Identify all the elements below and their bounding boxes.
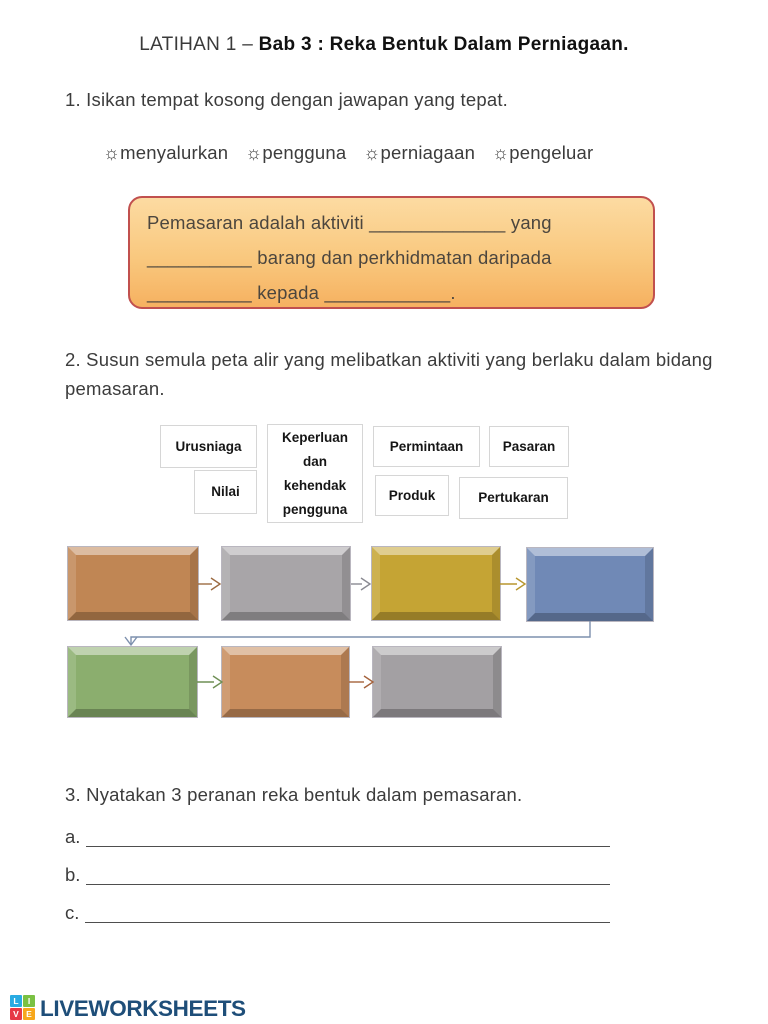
answer-label-a: a.: [65, 825, 81, 847]
answer-option-nilai[interactable]: Nilai: [194, 470, 257, 514]
flowchart-step-5-box[interactable]: [67, 646, 198, 718]
arrow-icon: [500, 577, 527, 591]
passage-line-3: __________ kepada ____________.: [147, 282, 456, 303]
answer-label-b: b.: [65, 863, 81, 885]
logo-cell-i: I: [23, 995, 35, 1007]
arrow-icon: [351, 577, 372, 591]
page-title: LATIHAN 1 – Bab 3 : Reka Bentuk Dalam Pe…: [0, 34, 768, 56]
arrow-icon: [197, 675, 224, 689]
question-3-prompt: 3. Nyatakan 3 peranan reka bentuk dalam …: [65, 784, 523, 805]
answer-blank-b[interactable]: [86, 856, 610, 885]
question-1-prompt: 1. Isikan tempat kosong dengan jawapan y…: [65, 89, 508, 110]
liveworksheets-wordmark: LIVEWORKSHEETS: [40, 995, 246, 1021]
answer-option-permintaan[interactable]: Permintaan: [373, 426, 480, 467]
arrow-icon: [198, 577, 222, 591]
logo-cell-l: L: [10, 995, 22, 1007]
passage-line-2: __________ barang dan perkhidmatan darip…: [147, 247, 552, 268]
word-bank-item-pengeluar: ☼pengeluar: [492, 142, 594, 163]
word-bank: ☼menyalurkan ☼pengguna ☼perniagaan ☼peng…: [103, 142, 593, 164]
question-2-prompt: 2. Susun semula peta alir yang melibatka…: [65, 349, 713, 399]
flowchart-step-6-box[interactable]: [221, 646, 350, 718]
answer-option-keperluan-dan-kehendak-pengguna[interactable]: Keperluan dan kehendak pengguna: [267, 424, 363, 523]
page-title-prefix: LATIHAN 1 –: [139, 34, 259, 55]
flowchart-step-7-box[interactable]: [372, 646, 502, 718]
logo-cell-v: V: [10, 1008, 22, 1020]
flowchart-step-2-box[interactable]: [221, 546, 351, 621]
answer-option-pertukaran[interactable]: Pertukaran: [459, 477, 568, 519]
answer-blank-c[interactable]: [85, 894, 610, 923]
flowchart-step-4-box[interactable]: [526, 547, 654, 622]
answer-row-a: a.: [65, 818, 610, 847]
answer-option-urusniaga[interactable]: Urusniaga: [160, 425, 257, 468]
flowchart-step-1-box[interactable]: [67, 546, 199, 621]
flowchart-step-3-box[interactable]: [371, 546, 501, 621]
liveworksheets-footer[interactable]: L I V E LIVEWORKSHEETS: [10, 995, 246, 1022]
page-title-main: Bab 3 : Reka Bentuk Dalam Perniagaan.: [258, 34, 629, 55]
fill-in-blanks-passage-box[interactable]: Pemasaran adalah aktiviti _____________ …: [128, 196, 655, 309]
word-bank-item-pengguna: ☼pengguna: [245, 142, 347, 163]
wrap-connector-arrow-icon: [124, 621, 591, 647]
liveworksheets-logo-icon: L I V E: [10, 995, 37, 1022]
flowchart: [0, 540, 768, 740]
logo-cell-e: E: [23, 1008, 35, 1020]
answer-row-c: c.: [65, 894, 610, 923]
answer-label-c: c.: [65, 901, 80, 923]
word-bank-item-menyalurkan: ☼menyalurkan: [103, 142, 229, 163]
passage-line-1: Pemasaran adalah aktiviti _____________ …: [147, 212, 552, 233]
answer-blank-a[interactable]: [86, 818, 610, 847]
answer-row-b: b.: [65, 856, 610, 885]
word-bank-item-perniagaan: ☼perniagaan: [363, 142, 476, 163]
flowchart-connectors: [124, 577, 591, 689]
answer-option-produk[interactable]: Produk: [375, 475, 449, 516]
arrow-icon: [349, 675, 375, 689]
answer-option-pasaran[interactable]: Pasaran: [489, 426, 569, 467]
